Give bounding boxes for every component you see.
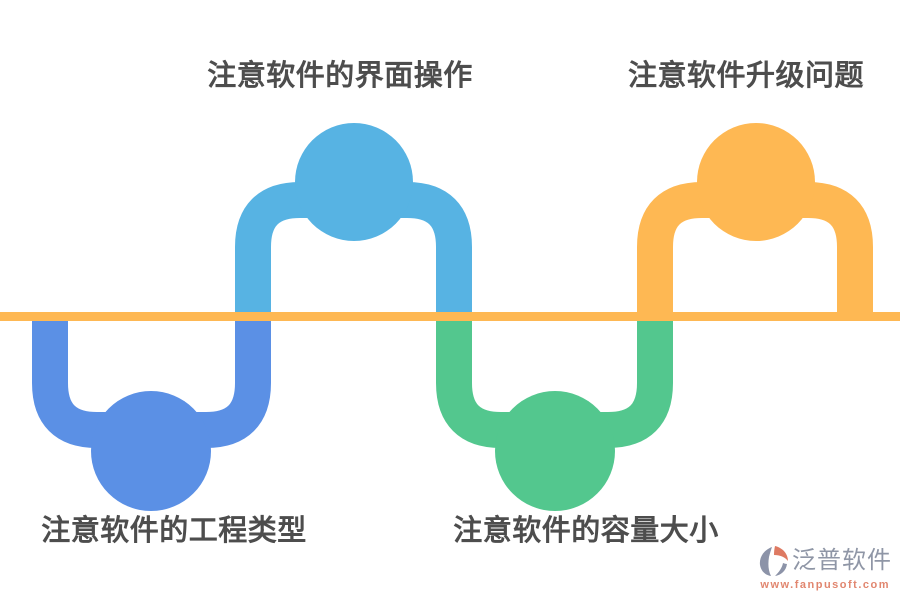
baseline	[0, 312, 900, 321]
step-label-bottom-right: 注意软件的容量大小	[453, 515, 719, 547]
node-circle-top-left	[295, 123, 413, 241]
fanpu-logo-icon	[759, 546, 788, 576]
node-circle-bottom-left	[91, 391, 211, 511]
step-label-bottom-left: 注意软件的工程类型	[41, 515, 307, 547]
logo-icon-gray-petal	[759, 547, 772, 576]
node-circle-bottom-right	[495, 391, 615, 511]
watermark-logo: 泛普软件 www.fanpusoft.com	[756, 544, 892, 591]
logo-url: www.fanpusoft.com	[760, 579, 890, 591]
step-label-top-right: 注意软件升级问题	[627, 60, 865, 92]
step-label-top-left: 注意软件的界面操作	[207, 60, 473, 92]
node-circle-top-right	[697, 123, 815, 241]
logo-icon-gray-tail	[775, 563, 787, 576]
logo-icon-salmon-petal	[774, 546, 788, 561]
logo-row: 泛普软件	[756, 544, 892, 578]
logo-name: 泛普软件	[792, 547, 892, 574]
